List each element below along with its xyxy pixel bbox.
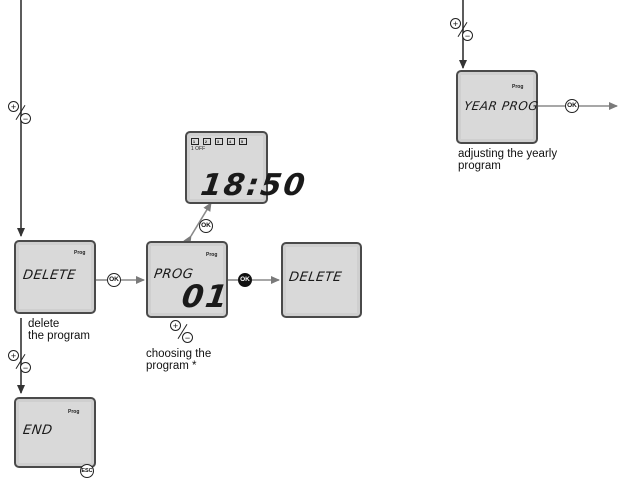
delete2-lcd-text: DELETE [287, 270, 343, 285]
choosing-caption: choosing the program * [146, 348, 212, 372]
delete-screen-2: DELETE [281, 242, 362, 318]
day-segment-4: 4 [227, 138, 235, 145]
off-label: 1 OFF [191, 146, 206, 152]
prog-tag: Prog [206, 252, 218, 258]
minus-icon[interactable]: − [462, 30, 473, 41]
plus-icon[interactable]: + [8, 350, 19, 361]
ok-button[interactable]: OK [107, 273, 121, 287]
prog-number: 01 [179, 279, 232, 315]
esc-button[interactable]: ESC [80, 464, 94, 478]
time-display: 18:50 [198, 168, 309, 203]
prog-tag: Prog [512, 84, 524, 90]
ok-button-year[interactable]: OK [565, 99, 579, 113]
end-lcd-text: END [21, 423, 54, 438]
prog-tag: Prog [74, 250, 86, 256]
plus-icon[interactable]: + [450, 18, 461, 29]
prog-screen: Prog PROG 01 [146, 241, 232, 318]
day-segment-3: 3 [215, 138, 223, 145]
minus-icon[interactable]: − [20, 113, 31, 124]
delete-screen: Prog DELETE [14, 240, 96, 314]
plus-minus-control-4[interactable]: + − [450, 18, 474, 42]
minus-icon[interactable]: − [20, 362, 31, 373]
day-segment-5: 5 [239, 138, 247, 145]
ok-button-diagonal[interactable]: OK [199, 219, 213, 233]
ok-button-filled[interactable]: OK [238, 273, 252, 287]
plus-minus-control-2[interactable]: + − [8, 350, 32, 374]
year-prog-screen: Prog YEAR PROG [456, 70, 540, 144]
plus-icon[interactable]: + [170, 320, 181, 331]
plus-minus-control-3[interactable]: + − [170, 320, 194, 344]
prog-tag: Prog [68, 409, 80, 415]
delete-caption: delete the program [28, 318, 91, 342]
yearly-caption: adjusting the yearly program [458, 148, 558, 172]
plus-minus-control-1[interactable]: + − [8, 101, 32, 125]
minus-icon[interactable]: − [182, 332, 193, 343]
day-segment-1: 1 [191, 138, 199, 145]
day-segment-2: 2 [203, 138, 211, 145]
year-prog-lcd-text: YEAR PROG [463, 99, 540, 113]
delete-lcd-text: DELETE [21, 268, 77, 283]
end-screen: Prog END [14, 397, 96, 468]
plus-icon[interactable]: + [8, 101, 19, 112]
